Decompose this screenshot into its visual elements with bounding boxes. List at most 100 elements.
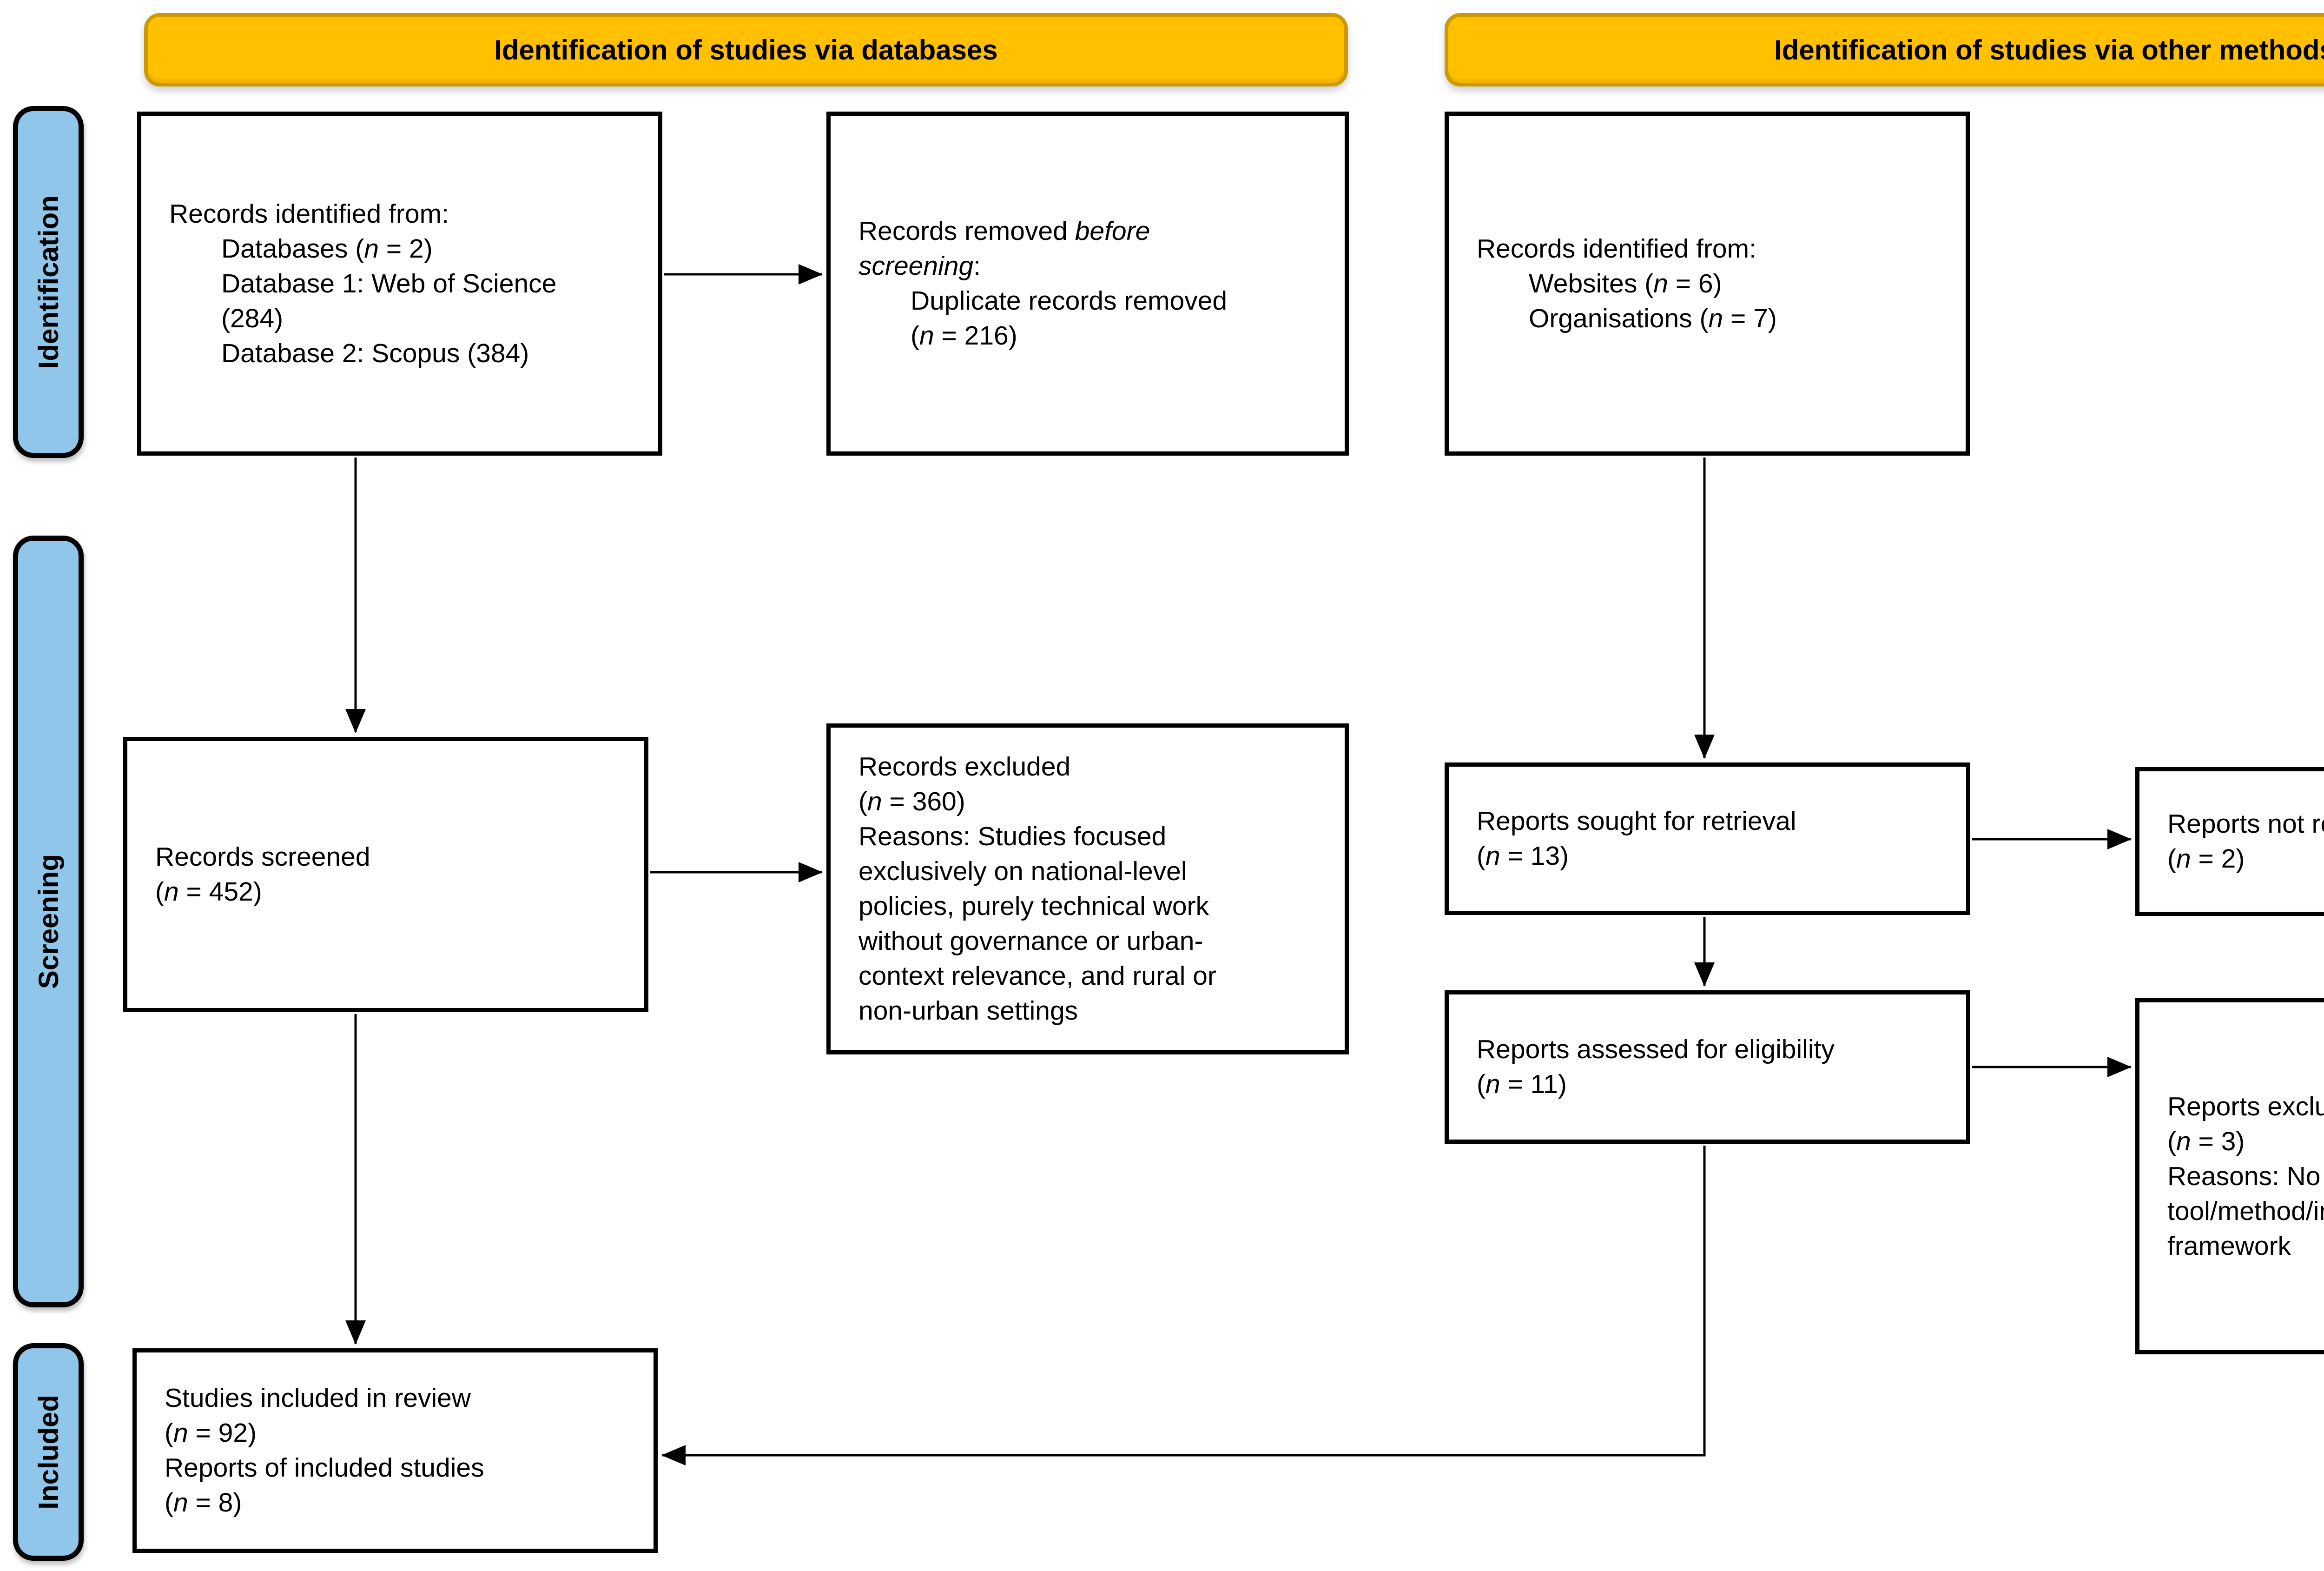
text-run: (: [1477, 1069, 1486, 1099]
box-reports-sought-for-retrieval: Reports sought for retrieval (n = 13): [1445, 762, 1970, 915]
text-run: Records screened: [155, 842, 370, 872]
italic-text-run: n: [867, 787, 882, 816]
text-line: (n = 360): [858, 784, 1328, 819]
box-reports-not-retrieved: Reports not retrieved(n = 2): [2135, 767, 2324, 916]
text-line: Duplicate records removed: [858, 284, 1328, 318]
stage-tab-label: Included: [33, 1394, 64, 1510]
text-run: = 8): [188, 1488, 242, 1518]
text-run: Reasons: No assessment: [2167, 1161, 2324, 1191]
banner-identification-via-other-methods: Identification of studies via other meth…: [1445, 13, 2324, 86]
text-run: = 13): [1500, 841, 1569, 871]
text-run: Websites (: [1529, 268, 1654, 298]
text-line: (n = 8): [165, 1485, 637, 1520]
text-run: framework: [2167, 1231, 2291, 1261]
text-run: (: [2167, 844, 2176, 874]
box-records-identified-other-methods: Records identified from:Websites (n = 6)…: [1445, 112, 1970, 456]
text-line: exclusively on national-level: [858, 854, 1328, 889]
text-line: Organisations (n = 7): [1477, 301, 1949, 336]
box-records-excluded: Records excluded(n = 360)Reasons: Studie…: [826, 723, 1349, 1054]
stage-tab-label: Identification: [33, 195, 64, 369]
text-line: Reports sought for retrieval: [1477, 804, 1949, 839]
text-run: = 452): [178, 877, 262, 907]
text-run: (: [1477, 841, 1486, 871]
text-run: Database 1: Web of Science: [221, 268, 557, 298]
text-run: Records identified from:: [1477, 233, 1756, 264]
text-line: framework: [2167, 1229, 2324, 1264]
arrow-assessed-to-included: [661, 1146, 1706, 1465]
text-run: Records excluded: [858, 752, 1071, 782]
italic-text-run: n: [1485, 841, 1500, 871]
italic-text-run: n: [1708, 303, 1723, 333]
text-run: = 2): [379, 233, 433, 264]
text-line: without governance or urban-: [858, 924, 1328, 959]
text-line: Records excluded: [858, 749, 1328, 784]
italic-text-run: screening: [858, 251, 974, 281]
text-line: Records removed before: [858, 214, 1328, 249]
text-line: (n = 216): [858, 318, 1328, 353]
italic-text-run: n: [2176, 844, 2191, 874]
text-run: = 360): [882, 787, 965, 816]
text-line: tool/method/index/indicator: [2167, 1194, 2324, 1229]
text-run: Reports sought for retrieval: [1477, 806, 1796, 836]
text-run: Databases (: [221, 233, 364, 264]
text-run: Studies included in review: [165, 1383, 471, 1413]
text-line: non-urban settings: [858, 994, 1328, 1028]
text-run: context relevance, and rural or: [858, 961, 1216, 991]
italic-text-run: n: [1485, 1069, 1500, 1099]
text-run: = 92): [188, 1418, 257, 1448]
text-run: (: [155, 877, 164, 907]
text-run: without governance or urban-: [858, 926, 1203, 956]
text-run: (: [165, 1488, 173, 1518]
italic-text-run: n: [364, 233, 379, 264]
text-line: Database 2: Scopus (384): [169, 336, 641, 371]
italic-text-run: n: [2176, 1126, 2191, 1156]
banner-identification-via-databases: Identification of studies via databases: [144, 13, 1348, 86]
text-line: Databases (n = 2): [169, 232, 641, 266]
italic-text-run: n: [1653, 268, 1668, 298]
italic-text-run: before: [1075, 216, 1150, 246]
text-line: (n = 452): [155, 875, 627, 909]
box-records-identified-databases: Records identified from:Databases (n = 2…: [137, 112, 662, 456]
text-run: = 7): [1723, 303, 1777, 333]
banner-label: Identification of studies via databases: [494, 34, 998, 66]
text-run: (: [858, 787, 867, 816]
text-run: Reports excluded: [2167, 1091, 2324, 1121]
text-line: (284): [169, 301, 641, 336]
text-line: Websites (n = 6): [1477, 266, 1949, 301]
text-run: (: [165, 1418, 173, 1448]
italic-text-run: n: [164, 877, 179, 907]
text-run: = 3): [2191, 1126, 2245, 1156]
stage-tab-screening: Screening: [13, 536, 84, 1307]
text-run: = 2): [2191, 844, 2245, 874]
text-run: tool/method/index/indicator: [2167, 1196, 2324, 1226]
text-line: (n = 2): [2167, 842, 2324, 876]
text-run: Database 2: Scopus (384): [221, 338, 529, 368]
text-run: Organisations (: [1529, 303, 1709, 333]
text-line: (n = 11): [1477, 1067, 1949, 1102]
text-run: non-urban settings: [858, 996, 1078, 1026]
stage-tab-identification: Identification: [13, 106, 84, 458]
text-line: screening:: [858, 249, 1328, 284]
text-line: Database 1: Web of Science: [169, 266, 641, 301]
text-run: (284): [221, 303, 284, 333]
text-run: (: [2167, 1126, 2176, 1156]
text-line: Reports assessed for eligibility: [1477, 1032, 1949, 1067]
text-line: Records identified from:: [1477, 232, 1949, 266]
italic-text-run: n: [173, 1488, 188, 1518]
text-line: Reports of included studies: [165, 1451, 637, 1485]
box-records-screened: Records screened(n = 452): [123, 737, 648, 1012]
text-run: = 216): [934, 321, 1017, 351]
box-reports-excluded: Reports excluded(n = 3)Reasons: No asses…: [2135, 998, 2324, 1354]
text-line: (n = 92): [165, 1416, 637, 1451]
stage-tab-label: Screening: [33, 854, 64, 989]
text-line: (n = 3): [2167, 1124, 2324, 1159]
box-reports-assessed-for-eligibility: Reports assessed for eligibility(n = 11): [1445, 990, 1970, 1144]
text-line: Records identified from:: [169, 197, 641, 232]
text-line: Studies included in review: [165, 1381, 637, 1416]
text-run: Reasons: Studies focused: [858, 822, 1167, 851]
text-run: Duplicate records removed: [911, 286, 1228, 316]
text-line: Reports excluded: [2167, 1089, 2324, 1124]
text-run: Records removed: [858, 216, 1075, 246]
text-run: = 6): [1668, 268, 1722, 298]
